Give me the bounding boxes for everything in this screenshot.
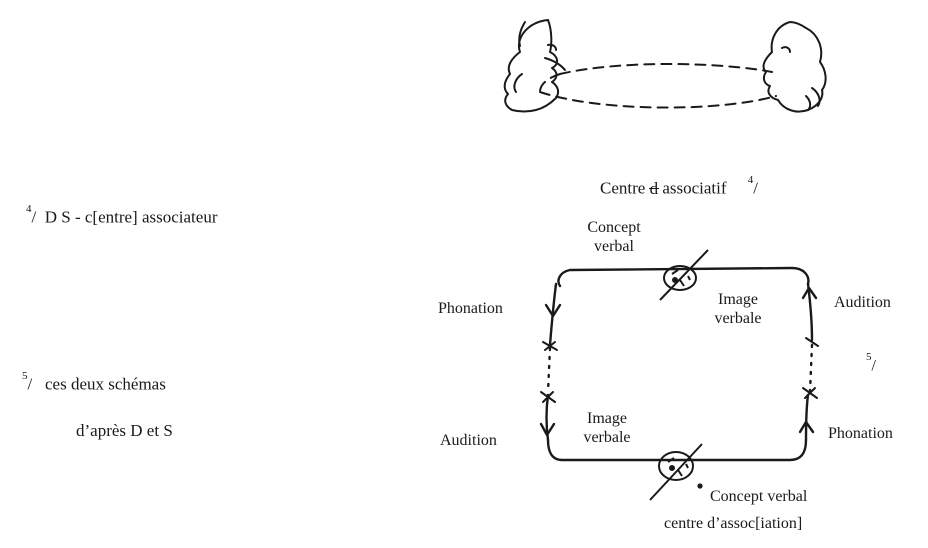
note-4-marker: 4 <box>26 203 32 215</box>
diagram-title: Centre d associatif 4/ <box>600 174 759 198</box>
circuit-left-upper <box>548 282 558 347</box>
label-phonation-left: Phonation <box>438 300 503 317</box>
left-head-profile <box>503 19 560 113</box>
note-5-line-1: ces deux schémas <box>44 374 166 394</box>
circuit-right-lower <box>804 393 810 442</box>
note-5: 5/ ces deux schémas <box>22 370 166 394</box>
arrow-down-left-lower <box>539 422 556 437</box>
right-tick-upper <box>805 337 819 347</box>
note-5-marker: 5 <box>22 370 28 382</box>
right-dotted-gap <box>808 343 814 394</box>
circuit-diagram <box>545 266 814 462</box>
circuit-top-line <box>557 266 810 288</box>
label-side-ref: 5/ <box>866 351 876 375</box>
note-4: 4/ D S - c[entre] associateur <box>26 203 218 227</box>
title-ref: 4 <box>747 174 754 186</box>
arrow-down-left-upper <box>544 303 562 318</box>
label-image-verbale-bottom: Image verbale <box>583 410 631 446</box>
right-tick-lower <box>802 387 818 399</box>
label-audition-right: Audition <box>834 294 891 311</box>
label-audition-left: Audition <box>440 432 497 449</box>
right-head-profile <box>762 21 827 113</box>
left-tick-upper <box>542 341 558 351</box>
label-phonation-right: Phonation <box>828 425 893 442</box>
title-suffix: associatif <box>662 178 727 198</box>
arrow-up-right-lower <box>798 420 815 434</box>
communication-loop <box>559 63 773 75</box>
label-image-verbale-top: Image verbale <box>714 291 762 327</box>
title-prefix: Centre <box>600 178 646 198</box>
label-concept-verbal-bottom: Concept verbal <box>710 488 808 505</box>
circuit-bottom-line <box>546 438 808 462</box>
note-5-line-2: d’après D et S <box>76 421 173 440</box>
note-4-text: D S - c[entre] associateur <box>44 207 218 227</box>
left-tick-lower <box>540 391 556 403</box>
label-concept-verbal-top: Concept verbal <box>587 219 641 255</box>
bottom-centre-node <box>649 443 703 501</box>
top-centre-node <box>659 249 709 301</box>
arrow-up-right-upper <box>801 286 818 300</box>
left-dotted-gap <box>546 346 552 394</box>
title-struck-word: d <box>648 178 659 198</box>
label-centre-assoc: centre d’assoc[iation] <box>664 515 803 532</box>
